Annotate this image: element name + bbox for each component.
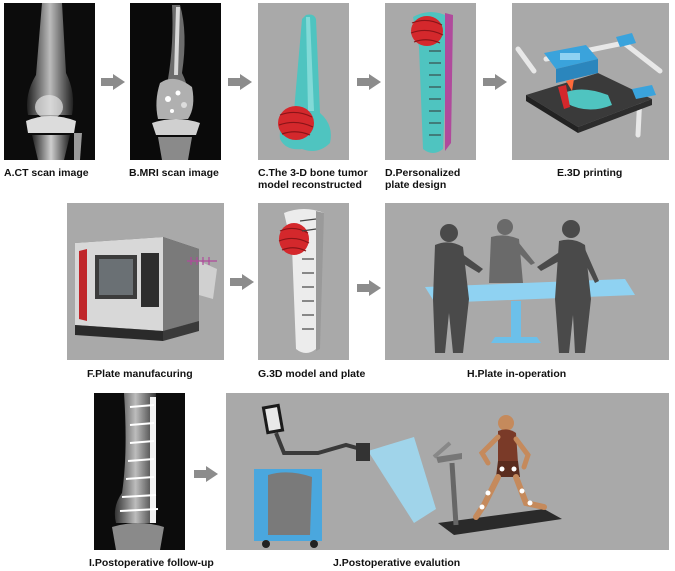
mri-scan-image: [130, 3, 221, 160]
arrow-right-icon: [230, 274, 254, 290]
gait-analysis-scene: [226, 393, 669, 550]
caption-c-line1: C.The 3-D bone tumor: [258, 167, 368, 179]
arrow-right-icon: [194, 466, 218, 482]
caption-g: G.3D model and plate: [258, 368, 366, 380]
caption-c-line2: model reconstructed: [258, 179, 362, 191]
caption-f: F.Plate manufacuring: [87, 368, 193, 380]
caption-d-line2: plate design: [385, 179, 447, 191]
caption-b: B.MRI scan image: [129, 167, 219, 179]
caption-a: A.CT scan image: [4, 167, 89, 179]
3d-printer: [512, 3, 669, 160]
arrow-right-icon: [357, 280, 381, 296]
postoperative-xray: [94, 393, 185, 550]
ct-scan-image: [4, 3, 95, 160]
caption-i: I.Postoperative follow-up: [89, 557, 214, 569]
arrow-right-icon: [228, 74, 252, 90]
arrow-right-icon: [357, 74, 381, 90]
arrow-right-icon: [483, 74, 507, 90]
caption-h: H.Plate in-operation: [467, 368, 567, 380]
model-and-plate: [258, 203, 349, 360]
bone-tumor-model: [258, 3, 349, 160]
caption-d-line1: D.Personalized: [385, 167, 461, 179]
caption-e: E.3D printing: [557, 167, 623, 179]
cnc-machine: [67, 203, 224, 360]
surgery-scene: [385, 203, 669, 360]
arrow-right-icon: [101, 74, 125, 90]
caption-j: J.Postoperative evalution: [333, 557, 461, 569]
plate-design: [385, 3, 476, 160]
